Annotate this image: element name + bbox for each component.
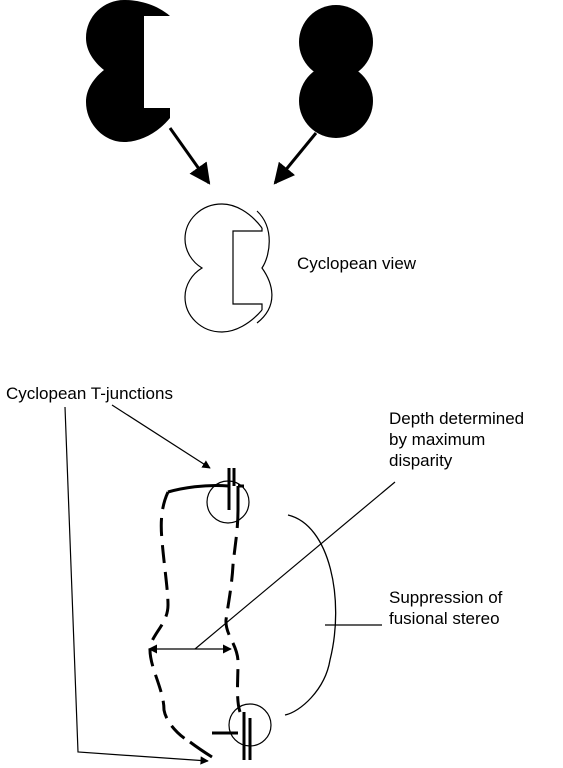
right-eye-figure: [299, 5, 373, 138]
left-eye-figure: [86, 0, 170, 142]
depth-label-line-1: Depth determined: [389, 408, 524, 429]
cyclopean-view-label: Cyclopean view: [297, 254, 417, 273]
t-junction-arrow-top: [112, 405, 210, 468]
suppression-arc: [285, 515, 336, 715]
depth-label: Depth determined by maximum disparity: [389, 408, 524, 471]
suppression-label: Suppression of fusional stereo: [389, 587, 502, 629]
cyclopean-t-junctions-label: Cyclopean T-junctions: [6, 383, 173, 404]
t-junction-arrow-bottom: [65, 407, 208, 761]
right-arrow: [275, 133, 316, 183]
suppression-label-line-2: fusional stereo: [389, 608, 502, 629]
dashed-right-contour: [226, 510, 240, 712]
left-arrow: [170, 128, 209, 183]
t-junction-top: [168, 468, 244, 510]
suppression-label-line-1: Suppression of: [389, 587, 502, 608]
depth-label-line-2: by maximum: [389, 429, 524, 450]
depth-label-line-3: disparity: [389, 450, 524, 471]
cyclopean-view-figure: [185, 204, 272, 332]
t-junction-bottom: [190, 712, 250, 760]
dashed-left-contour: [150, 492, 190, 742]
depth-leader-line: [195, 482, 395, 649]
